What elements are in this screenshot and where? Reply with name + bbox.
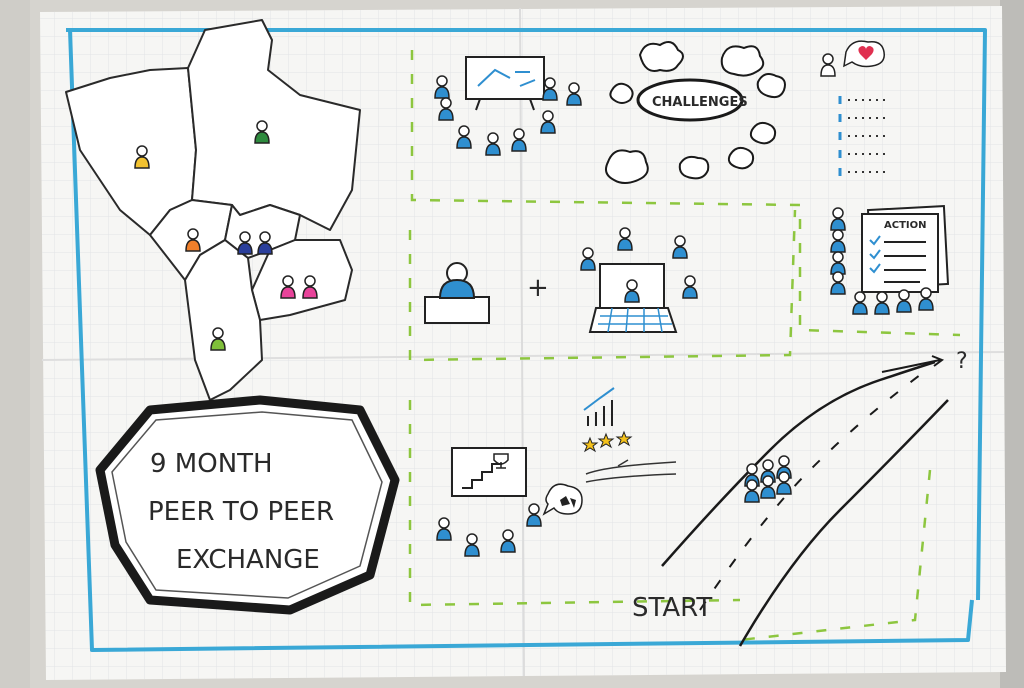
road bbox=[661, 355, 949, 647]
action-label: ACTION bbox=[884, 220, 927, 231]
presentation-circle bbox=[434, 56, 582, 156]
hybrid-meeting: + bbox=[424, 227, 698, 333]
start-label: START bbox=[632, 593, 712, 623]
challenges-bubble bbox=[636, 78, 744, 122]
challenges-label: CHALLENGES bbox=[652, 95, 748, 110]
person-blue-icon bbox=[438, 278, 476, 299]
desk bbox=[424, 296, 490, 324]
laptop-keyboard bbox=[588, 307, 678, 333]
plus-sign: + bbox=[527, 273, 549, 303]
success-board bbox=[436, 447, 583, 557]
feedback-list bbox=[820, 40, 886, 176]
challenges-cluster: CHALLENGES bbox=[605, 40, 786, 184]
growth-rating bbox=[581, 387, 677, 483]
road-center-line bbox=[699, 374, 921, 611]
green-dashed-frames bbox=[408, 50, 961, 642]
trophy-icon bbox=[493, 453, 509, 469]
map-region-south bbox=[184, 239, 263, 401]
wall-left-edge bbox=[0, 0, 30, 688]
heart-icon bbox=[858, 46, 874, 60]
paper-fold-vertical bbox=[519, 7, 525, 677]
blue-frame bbox=[66, 28, 987, 652]
title-line-2: PEER TO PEER bbox=[148, 497, 334, 527]
growth-arrow-icon bbox=[583, 387, 615, 411]
title-line-1: 9 MONTH bbox=[150, 449, 273, 479]
road-right-edge bbox=[738, 399, 949, 647]
arrow-icon bbox=[881, 355, 945, 373]
region-map bbox=[65, 19, 361, 401]
stars-icon bbox=[581, 430, 633, 453]
presentation-board bbox=[465, 56, 545, 100]
question-mark: ? bbox=[956, 349, 968, 374]
title-banner: 9 MONTH PEER TO PEER EXCHANGE bbox=[95, 395, 400, 615]
title-line-3: EXCHANGE bbox=[176, 545, 320, 575]
road-left-edge bbox=[661, 360, 936, 567]
action-plan: ACTION bbox=[830, 205, 950, 315]
challenge-clouds bbox=[605, 40, 786, 184]
